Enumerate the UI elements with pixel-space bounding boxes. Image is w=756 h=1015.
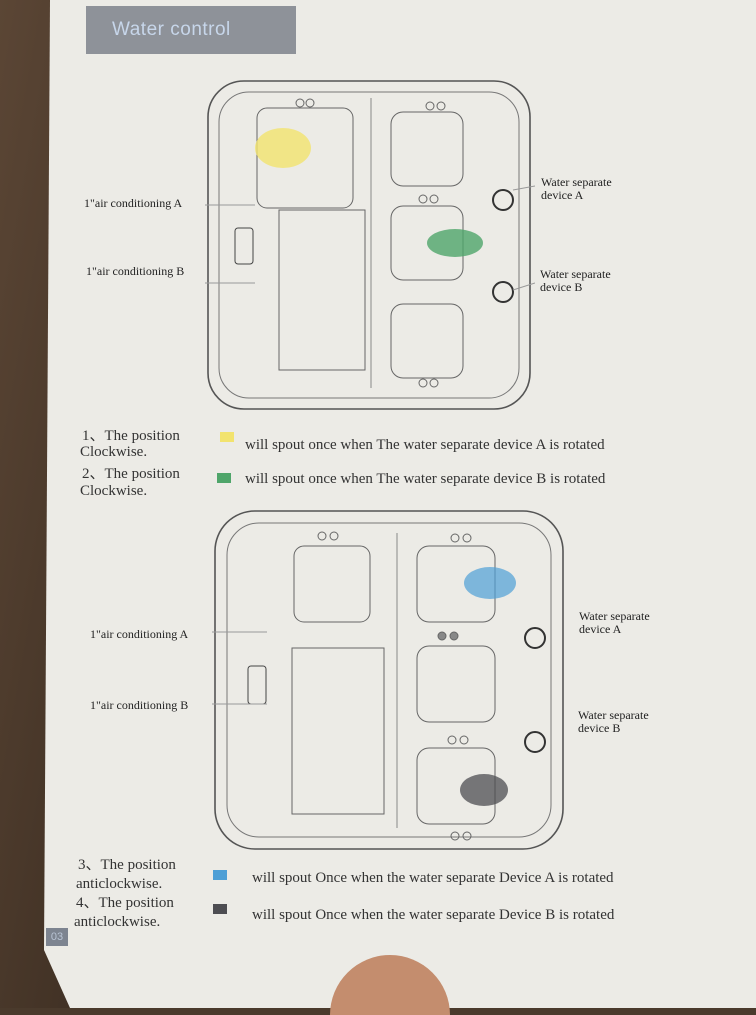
note-4-direction: anticlockwise. xyxy=(74,914,161,930)
spa-tub-diagram-top xyxy=(205,80,535,410)
air-conditioning-a-label-bottom: 1"air conditioning A xyxy=(90,627,189,641)
note-1-text: will spout once when The water separate … xyxy=(245,437,605,453)
air-conditioning-a-label-top: 1"air conditioning A xyxy=(84,196,183,210)
water-separate-device-b-label-bottom: Water separate device B xyxy=(578,708,649,735)
note-3-direction: anticlockwise. xyxy=(76,876,163,892)
green-swatch xyxy=(217,473,231,483)
note-2-title: 2、The position xyxy=(82,466,180,482)
dark-gray-swatch xyxy=(213,904,227,914)
note-3-title: 3、The position xyxy=(78,857,176,873)
note-3-text: will spout Once when the water separate … xyxy=(252,870,614,886)
note-4-title: 4、The position xyxy=(76,895,174,911)
water-separate-device-a-label-bottom: Water separate device A xyxy=(579,609,650,636)
note-1-direction: Clockwise. xyxy=(80,444,148,460)
air-conditioning-b-label-bottom: 1"air conditioning B xyxy=(90,698,189,712)
water-separate-device-a-label-top: Water separate device A xyxy=(541,175,612,202)
section-title: Water control xyxy=(112,19,231,40)
page-number: 03 xyxy=(46,928,68,946)
spa-tub-diagram-bottom xyxy=(212,510,564,850)
air-conditioning-b-label-top: 1"air conditioning B xyxy=(86,264,185,278)
blue-swatch xyxy=(213,870,227,880)
note-2-text: will spout once when The water separate … xyxy=(245,471,606,487)
manual-page xyxy=(44,0,756,1008)
yellow-swatch xyxy=(220,432,234,442)
note-1-title: 1、The position xyxy=(82,428,180,444)
note-2-direction: Clockwise. xyxy=(80,483,148,499)
water-separate-device-b-label-top: Water separate device B xyxy=(540,267,611,294)
note-4-text: will spout Once when the water separate … xyxy=(252,907,615,923)
section-title-banner: Water control xyxy=(86,6,296,54)
